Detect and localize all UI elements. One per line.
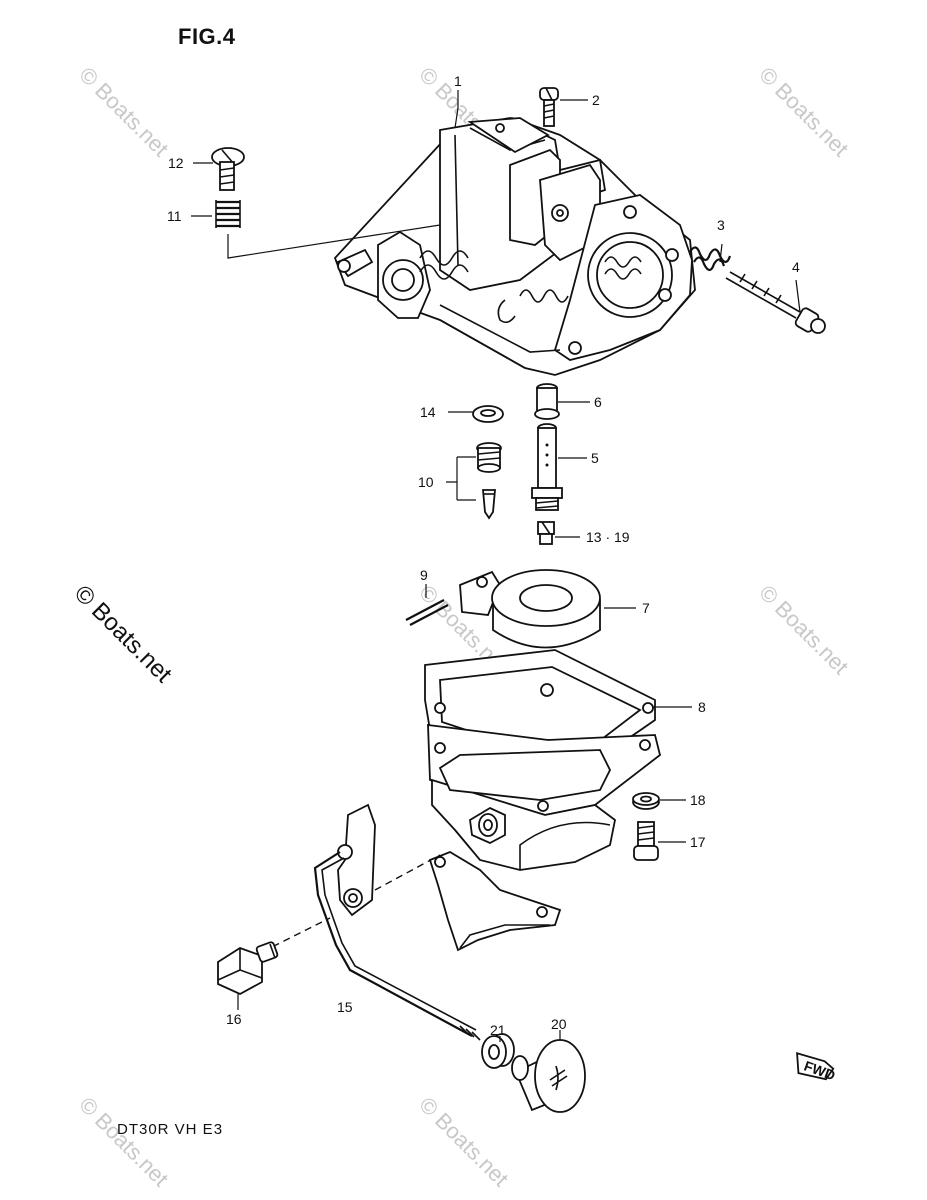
callout-11: 11 <box>167 208 182 224</box>
forward-label: FWD <box>802 1057 837 1083</box>
callout-16: 16 <box>226 1011 242 1027</box>
assembly-line <box>227 224 441 259</box>
callout-12: 12 <box>168 155 184 171</box>
leader-lines <box>191 90 801 1042</box>
callout-13-19: 13 · 19 <box>586 529 630 545</box>
carburetor-body <box>333 117 696 376</box>
callout-14: 14 <box>420 404 436 420</box>
washer-part-14 <box>472 405 504 423</box>
float-pin-part-9 <box>405 599 449 626</box>
grommet-part-21 <box>481 1033 515 1069</box>
nozzle-part-5 <box>531 423 563 511</box>
assembly-line <box>374 854 441 891</box>
nut-part-18 <box>632 792 660 810</box>
callout-8: 8 <box>698 699 706 715</box>
callout-15: 15 <box>337 999 353 1015</box>
callout-10: 10 <box>418 474 434 490</box>
callout-2: 2 <box>592 92 600 108</box>
forward-direction-badge: FWD <box>796 1051 837 1083</box>
callout-7: 7 <box>642 600 650 616</box>
jet-part-13-19 <box>537 521 555 545</box>
callout-5: 5 <box>591 450 599 466</box>
spring-part-11 <box>215 200 241 228</box>
callout-21: 21 <box>490 1022 506 1038</box>
callout-labels: 1 2 3 4 6 14 5 10 13 · 19 9 7 8 18 17 12… <box>167 73 800 1038</box>
callout-9: 9 <box>420 567 428 583</box>
callout-3: 3 <box>717 217 725 233</box>
callout-4: 4 <box>792 259 800 275</box>
knob-part-20 <box>511 1039 586 1113</box>
spring-part-3 <box>689 246 732 272</box>
model-code: DT30R VH E3 <box>117 1121 224 1138</box>
callout-20: 20 <box>551 1016 567 1032</box>
callout-6: 6 <box>594 394 602 410</box>
callout-18: 18 <box>690 792 706 808</box>
float-bowl <box>427 723 662 871</box>
float-part-7 <box>459 569 601 649</box>
bolt-part-17 <box>633 821 659 861</box>
bowl-bracket <box>428 850 562 952</box>
callout-17: 17 <box>690 834 706 850</box>
screw-part-4 <box>725 271 826 334</box>
figure-title: FIG.4 <box>178 24 236 49</box>
bolt-part-16 <box>217 941 279 996</box>
jet-part-6 <box>534 383 560 420</box>
needle-valve-part-10 <box>476 442 502 520</box>
callout-1: 1 <box>454 73 462 89</box>
screw-part-2 <box>539 87 559 127</box>
screw-part-12 <box>211 147 245 191</box>
